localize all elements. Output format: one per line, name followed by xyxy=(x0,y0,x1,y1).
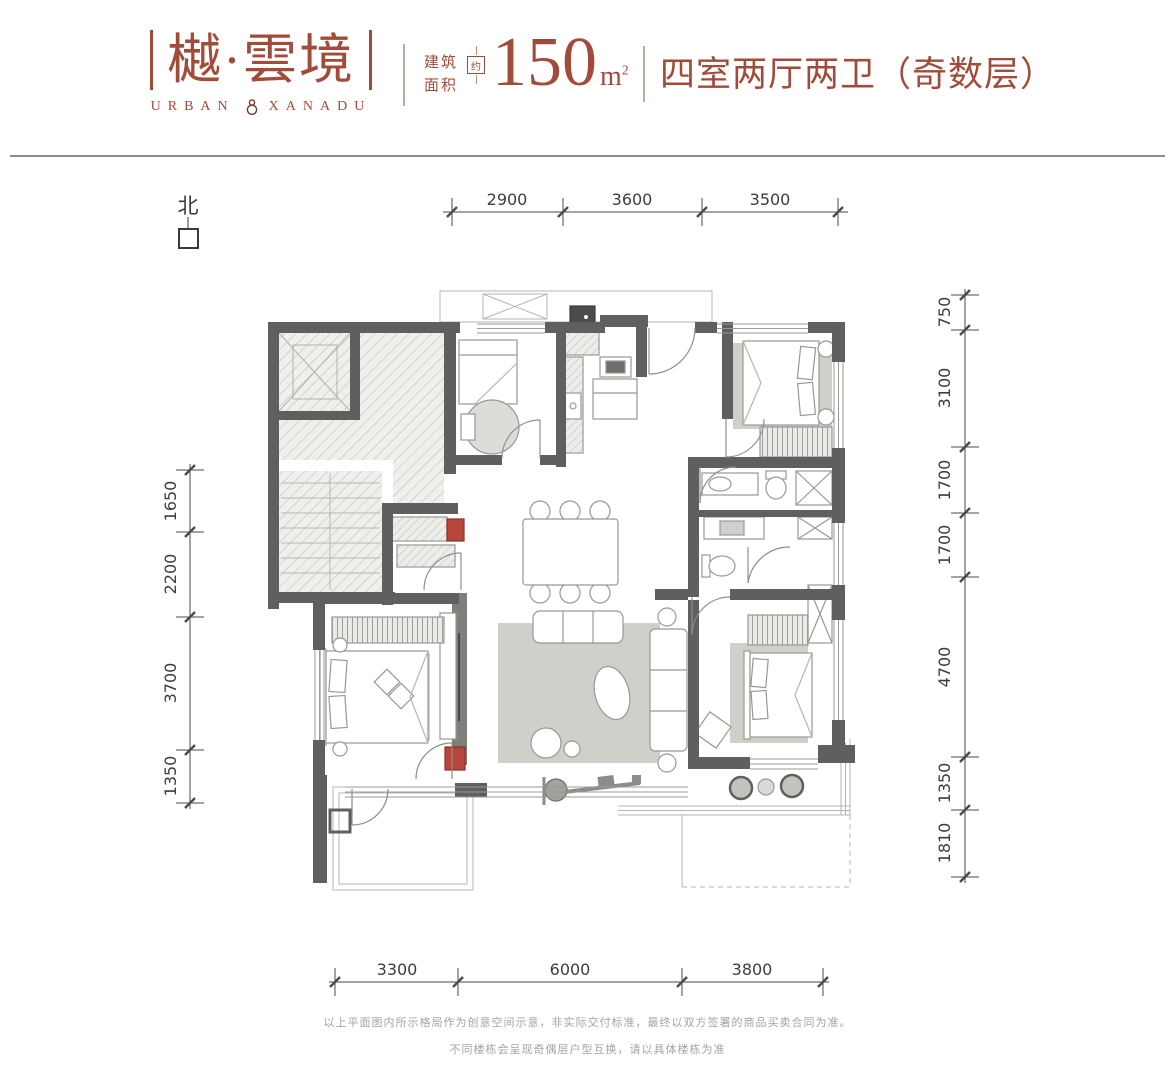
dim-top-2: 3600 xyxy=(612,190,653,209)
brand-left-bar xyxy=(150,30,153,90)
red-accent-2 xyxy=(444,746,466,771)
disclaimer-line1: 以上平面图内所示格局作为创意空间示意，非实际交付标准，最终以双方签署的商品买卖合… xyxy=(323,1017,852,1029)
brand-en-right: XANADU xyxy=(268,99,372,114)
sofa xyxy=(532,610,624,644)
dim-left-4: 1350 xyxy=(161,756,180,797)
windows xyxy=(314,323,844,798)
area-unit: m2 xyxy=(600,61,629,92)
media-wall xyxy=(439,593,467,771)
area-label: 建筑 面积 xyxy=(424,52,458,98)
approx-tick-top xyxy=(475,46,477,55)
area-label-line2: 面积 xyxy=(424,78,459,94)
area-value-block: 150 m2 xyxy=(492,24,629,102)
header-rule xyxy=(10,155,1165,157)
bedroom2-furniture xyxy=(649,584,833,773)
room-topleft-furniture xyxy=(458,339,520,455)
dim-bottom-3: 3800 xyxy=(732,960,773,979)
red-accent-1 xyxy=(446,518,465,542)
bedroom1-furniture xyxy=(742,340,835,458)
dining-set xyxy=(522,500,619,604)
core-hatch xyxy=(278,332,444,592)
brand-name-cn: 樾·雲境 xyxy=(167,30,355,90)
brand-en-left: URBAN xyxy=(150,99,235,114)
walls xyxy=(268,315,855,883)
dim-bottom-2: 6000 xyxy=(550,960,591,979)
bathB-fixtures xyxy=(701,516,833,578)
dim-left-1: 1650 xyxy=(161,481,180,522)
area-value: 150 xyxy=(492,24,597,101)
dim-right-3: 1700 xyxy=(935,460,954,501)
pouf xyxy=(530,727,562,759)
sinkB xyxy=(719,520,745,536)
kitchen-sink xyxy=(605,360,626,374)
wardrobe1 xyxy=(759,426,833,458)
approx-box: 约 xyxy=(467,56,485,74)
dim-left-2: 2200 xyxy=(161,554,180,595)
kitchen-furniture xyxy=(562,305,638,454)
bedroom3-furniture xyxy=(319,616,445,757)
header-divider-2 xyxy=(643,46,645,102)
area-label-line1: 建筑 xyxy=(424,55,459,71)
dim-top-3: 3500 xyxy=(750,190,791,209)
sofa2 xyxy=(649,628,688,752)
layout-title: 四室两厅两卫（奇数层） xyxy=(660,55,1057,94)
pantry-cabinets xyxy=(391,516,465,568)
dim-right-7: 1810 xyxy=(935,823,954,864)
furniture xyxy=(319,305,835,805)
approx-tick-bottom xyxy=(475,75,477,84)
dim-right-2: 3100 xyxy=(935,368,954,409)
wardrobe2 xyxy=(747,614,809,646)
brand-right-bar xyxy=(368,30,372,90)
dim-top-1: 2900 xyxy=(487,190,528,209)
dim-right-1: 750 xyxy=(935,297,954,328)
gourd-icon xyxy=(246,99,257,116)
dimension-lines xyxy=(176,198,979,996)
chaise-chair xyxy=(593,665,631,721)
north-compass-icon xyxy=(178,228,199,249)
brand-logo: 樾·雲境 URBAN XANADU xyxy=(150,30,372,116)
dim-bottom-1: 3300 xyxy=(377,960,418,979)
area-approx-mark: 约 xyxy=(467,46,485,84)
disclaimer-line2: 不同楼栋会呈现奇偶层户型互换，请以具体楼栋为准 xyxy=(449,1044,726,1056)
dim-right-5: 4700 xyxy=(935,647,954,688)
north-label: 北 xyxy=(178,194,199,218)
dining-table xyxy=(522,518,619,586)
dim-right-4: 1700 xyxy=(935,525,954,566)
livingroom-rug xyxy=(498,623,660,763)
dim-left-3: 3700 xyxy=(161,663,180,704)
header-divider-1 xyxy=(403,44,405,106)
dimension-labels: 2900 3600 3500 750 3100 1700 1700 4700 1… xyxy=(161,190,954,979)
north-indicator: 北 xyxy=(178,194,199,249)
floorplan: 北 xyxy=(161,190,979,996)
terrace-poufs xyxy=(728,773,805,801)
armchair xyxy=(694,711,732,749)
doors xyxy=(351,327,791,826)
wardrobe3 xyxy=(331,616,445,644)
bathA-fixtures xyxy=(701,470,833,506)
exercise-machine xyxy=(542,775,641,805)
dim-right-6: 1350 xyxy=(935,763,954,804)
livingroom-furniture xyxy=(530,610,631,759)
